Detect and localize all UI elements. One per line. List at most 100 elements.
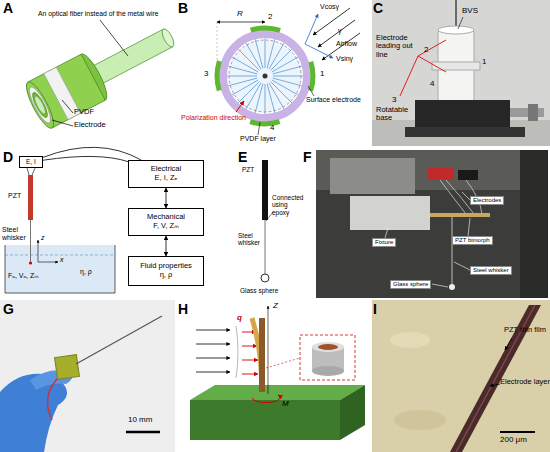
box-text: F, V, Zₘ	[153, 222, 179, 231]
leader-line	[458, 17, 463, 29]
glass-sphere	[449, 284, 455, 290]
panel-letter: B	[178, 1, 188, 17]
inset-cylinder-top	[312, 342, 344, 352]
source-box: E, I	[19, 156, 43, 168]
load-label: q	[237, 314, 242, 323]
leader-line	[100, 20, 128, 56]
flow-arrow	[166, 236, 167, 256]
wire	[27, 168, 29, 175]
axis-z	[38, 240, 39, 262]
inner-electrode-face	[30, 91, 50, 120]
panel-letter: G	[3, 302, 14, 318]
texture	[394, 410, 446, 430]
scale-bar	[500, 431, 535, 433]
pointer-arrow	[490, 384, 500, 386]
process-box: MechanicalF, V, Zₘ	[128, 208, 204, 236]
callout-number: 1	[482, 58, 486, 67]
fiber-face	[33, 95, 48, 116]
part-label: Glass sphere	[240, 287, 278, 294]
wire	[48, 376, 61, 420]
fiber-end	[160, 27, 176, 48]
glass-sphere	[261, 274, 269, 282]
velocity-component	[305, 14, 318, 44]
wire-connector	[43, 156, 128, 161]
pzt-bar	[262, 160, 268, 220]
leader-line	[52, 120, 73, 126]
panel-letter: H	[178, 302, 188, 318]
fluid-surface	[5, 255, 115, 256]
part-label: PZT thin film	[504, 326, 546, 334]
inset-cylinder-bottom	[312, 366, 344, 376]
scale-bar	[126, 431, 160, 434]
panel-letter: C	[373, 1, 383, 17]
stage-base	[405, 127, 525, 137]
leader-line	[468, 218, 470, 236]
bvs-collar	[432, 62, 480, 70]
photo-background	[316, 150, 548, 298]
pvdf-face	[26, 85, 54, 126]
load-arrow	[242, 346, 257, 347]
photo-tag: Fixture	[372, 238, 396, 247]
part-label: Polarization direction	[181, 114, 246, 122]
velocity-label: Vcosγ	[320, 3, 339, 11]
callout-number: 2	[268, 13, 272, 22]
box-text: E, I, Zₑ	[155, 174, 178, 183]
red-clip	[428, 168, 454, 180]
photo-background	[372, 300, 550, 452]
pointer-line	[400, 56, 418, 96]
pvdf-ring	[223, 34, 307, 118]
variable-label: Fₒ, Vₒ, Zₘ	[8, 272, 39, 280]
airflow-arrow	[196, 344, 230, 345]
load-arrow	[242, 374, 258, 375]
axis-label: x	[60, 256, 64, 264]
base-top	[190, 385, 365, 400]
texture	[390, 332, 430, 348]
box-title: Mechanical	[147, 213, 185, 222]
photo-tag: Glass sphere	[390, 280, 431, 289]
part-label: Electrode leading out line	[376, 34, 418, 59]
fiber-sensor	[22, 20, 176, 131]
electrode-face	[22, 79, 58, 132]
sensor-photo	[0, 300, 175, 452]
scale-label: 200 μm	[500, 436, 527, 445]
angle-label: γ	[338, 27, 342, 35]
callout-number: 3	[204, 70, 208, 79]
airflow-arrow	[196, 330, 230, 331]
leader-line	[266, 212, 273, 221]
fixture	[350, 196, 430, 230]
steel-whisker	[452, 217, 453, 284]
moment-label: M	[282, 400, 289, 409]
panel-letter: A	[3, 1, 13, 17]
wire	[440, 180, 466, 214]
flow-wave	[236, 326, 238, 378]
sensor-chip	[55, 355, 80, 380]
axis-x	[38, 262, 58, 263]
rotatable-stage	[415, 100, 510, 128]
radius-dimension	[217, 22, 265, 23]
straight-rod	[259, 318, 265, 392]
photo-background	[0, 300, 175, 452]
callout-number: 2	[424, 46, 428, 55]
micrograph	[372, 300, 550, 452]
base-front	[190, 400, 340, 440]
part-label: PVDF	[74, 108, 94, 116]
pointer-line	[418, 40, 446, 56]
inset-core	[318, 344, 338, 350]
callout-number: 4	[430, 80, 434, 89]
box-title: E, I	[26, 158, 36, 165]
micrometer	[510, 108, 544, 117]
airflow-arrow	[313, 8, 350, 35]
photo-background	[372, 0, 550, 146]
process-box: Fluid propertiesη, ρ	[128, 256, 204, 286]
polarization-arrow	[236, 101, 244, 112]
velocity-component	[305, 44, 333, 58]
device-photo	[372, 0, 550, 146]
equipment	[330, 158, 415, 194]
sensor-needle	[76, 316, 162, 364]
surface-electrodes	[217, 28, 313, 124]
dimension-extension	[217, 22, 218, 72]
flow-label: Airflow	[336, 40, 357, 48]
